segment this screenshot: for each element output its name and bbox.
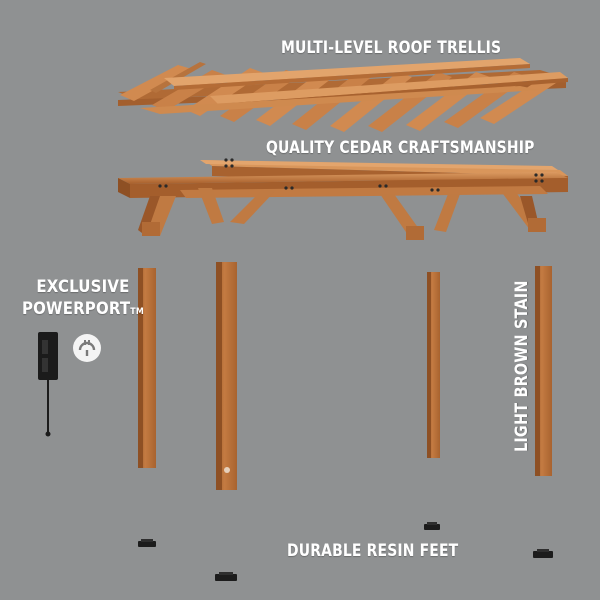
resin-foot [138, 539, 156, 547]
resin-foot [533, 549, 553, 558]
powerport-label-line2: POWERPORTTM [22, 298, 144, 323]
roof-trellis [118, 58, 568, 132]
resin-foot [215, 572, 237, 581]
post-back-left [138, 268, 156, 468]
posts [138, 262, 552, 490]
post-front-right [535, 266, 552, 476]
roof-trellis-label: MULTI-LEVEL ROOF TRELLIS [281, 38, 502, 58]
resin-feet [138, 522, 553, 581]
powerport-label-name: POWERPORT [22, 299, 131, 319]
post-back-right [427, 272, 440, 458]
trademark-mark: TM [130, 307, 144, 317]
stain-label: LIGHT BROWN STAIN [512, 280, 532, 452]
power-port-device [38, 332, 58, 437]
cedar-frame [118, 158, 568, 240]
resin-foot [424, 522, 440, 530]
post-front-left [216, 262, 237, 490]
frame-bolts [158, 158, 544, 192]
post-badge [224, 467, 230, 473]
powerport-label-line1: EXCLUSIVE [36, 277, 130, 297]
powerport-label: EXCLUSIVE POWERPORTTM [22, 276, 144, 323]
cedar-label: QUALITY CEDAR CRAFTSMANSHIP [266, 138, 535, 158]
power-plug-icon [73, 334, 101, 362]
resin-feet-label: DURABLE RESIN FEET [287, 541, 459, 561]
